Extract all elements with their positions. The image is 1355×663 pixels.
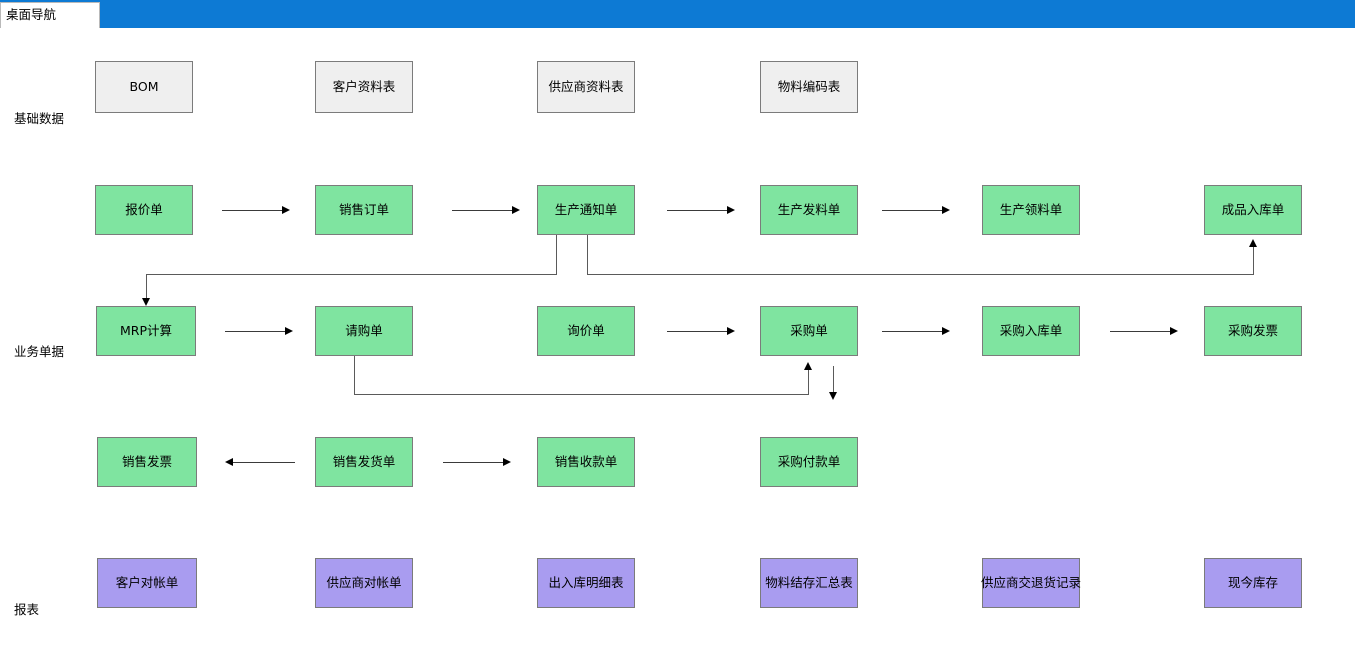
connector-instock-to-invoice xyxy=(1110,331,1172,332)
connector-to-mrp-vertical xyxy=(146,274,147,300)
row-label-base: 基础数据 xyxy=(14,111,65,126)
connector-quotation-to-sales-order xyxy=(222,210,284,211)
arrowhead-down-icon xyxy=(829,392,837,400)
connector-notice-to-fg-horizontal xyxy=(587,274,1253,275)
connector-notice-down-left xyxy=(556,235,557,275)
connector-sales-order-to-production-notice xyxy=(452,210,514,211)
arrowhead-right-icon xyxy=(727,327,735,335)
row-label-documents: 业务单据 xyxy=(14,344,65,359)
node-production-pick[interactable]: 生产领料单 xyxy=(982,185,1080,235)
node-sales-invoice[interactable]: 销售发票 xyxy=(97,437,197,487)
node-supplier-statement[interactable]: 供应商对帐单 xyxy=(315,558,413,608)
arrowhead-right-icon xyxy=(503,458,511,466)
node-inquiry[interactable]: 询价单 xyxy=(537,306,635,356)
node-finished-goods-instock[interactable]: 成品入库单 xyxy=(1204,185,1302,235)
node-purchase-requisition[interactable]: 请购单 xyxy=(315,306,413,356)
connector-delivery-to-sales-invoice xyxy=(233,462,295,463)
tab-strip: 桌面导航 xyxy=(0,0,1355,28)
connector-to-purchase-order-vertical xyxy=(808,369,809,394)
connector-production-issue-to-pick xyxy=(882,210,944,211)
node-inout-detail[interactable]: 出入库明细表 xyxy=(537,558,635,608)
arrowhead-right-icon xyxy=(942,206,950,214)
node-current-stock[interactable]: 现今库存 xyxy=(1204,558,1302,608)
connector-delivery-to-receipt xyxy=(443,462,505,463)
arrowhead-right-icon xyxy=(512,206,520,214)
row-label-reports: 报表 xyxy=(14,602,40,617)
arrowhead-right-icon xyxy=(1170,327,1178,335)
connector-notice-down-right xyxy=(587,235,588,275)
connector-production-notice-to-issue xyxy=(667,210,729,211)
node-sales-receipt[interactable]: 销售收款单 xyxy=(537,437,635,487)
arrowhead-left-icon xyxy=(225,458,233,466)
connector-purchase-order-down xyxy=(833,366,834,394)
node-quotation[interactable]: 报价单 xyxy=(95,185,193,235)
node-bom[interactable]: BOM xyxy=(95,61,193,113)
flow-diagram-canvas: 基础数据 业务单据 报表 BOM 客户资料表 供应商资料表 物料编码表 报价单 … xyxy=(0,28,1355,663)
node-sales-delivery[interactable]: 销售发货单 xyxy=(315,437,413,487)
node-mrp[interactable]: MRP计算 xyxy=(96,306,196,356)
arrowhead-up-icon xyxy=(1249,239,1257,247)
tab-desktop-navigation[interactable]: 桌面导航 xyxy=(0,2,100,28)
node-supplier-return-record[interactable]: 供应商交退货记录 xyxy=(981,558,1081,608)
node-purchase-order[interactable]: 采购单 xyxy=(760,306,858,356)
node-supplier-file[interactable]: 供应商资料表 xyxy=(537,61,635,113)
node-material-balance-summary[interactable]: 物料结存汇总表 xyxy=(760,558,858,608)
node-customer-statement[interactable]: 客户对帐单 xyxy=(97,558,197,608)
connector-notice-to-mrp-horizontal xyxy=(146,274,557,275)
arrowhead-down-icon xyxy=(142,298,150,306)
node-production-issue[interactable]: 生产发料单 xyxy=(760,185,858,235)
arrowhead-right-icon xyxy=(727,206,735,214)
node-purchase-instock[interactable]: 采购入库单 xyxy=(982,306,1080,356)
connector-requisition-down xyxy=(354,356,355,394)
arrowhead-right-icon xyxy=(942,327,950,335)
connector-to-fg-vertical xyxy=(1253,246,1254,275)
arrowhead-up-icon xyxy=(804,362,812,370)
node-purchase-payment[interactable]: 采购付款单 xyxy=(760,437,858,487)
node-customer-file[interactable]: 客户资料表 xyxy=(315,61,413,113)
connector-requisition-to-purchase-order-horizontal xyxy=(354,394,809,395)
node-material-code[interactable]: 物料编码表 xyxy=(760,61,858,113)
node-production-notice[interactable]: 生产通知单 xyxy=(537,185,635,235)
connector-mrp-to-requisition xyxy=(225,331,287,332)
connector-inquiry-to-purchase-order xyxy=(667,331,729,332)
node-purchase-invoice[interactable]: 采购发票 xyxy=(1204,306,1302,356)
connector-purchase-order-to-instock xyxy=(882,331,944,332)
arrowhead-right-icon xyxy=(282,206,290,214)
arrowhead-right-icon xyxy=(285,327,293,335)
tab-label: 桌面导航 xyxy=(6,7,57,23)
node-sales-order[interactable]: 销售订单 xyxy=(315,185,413,235)
